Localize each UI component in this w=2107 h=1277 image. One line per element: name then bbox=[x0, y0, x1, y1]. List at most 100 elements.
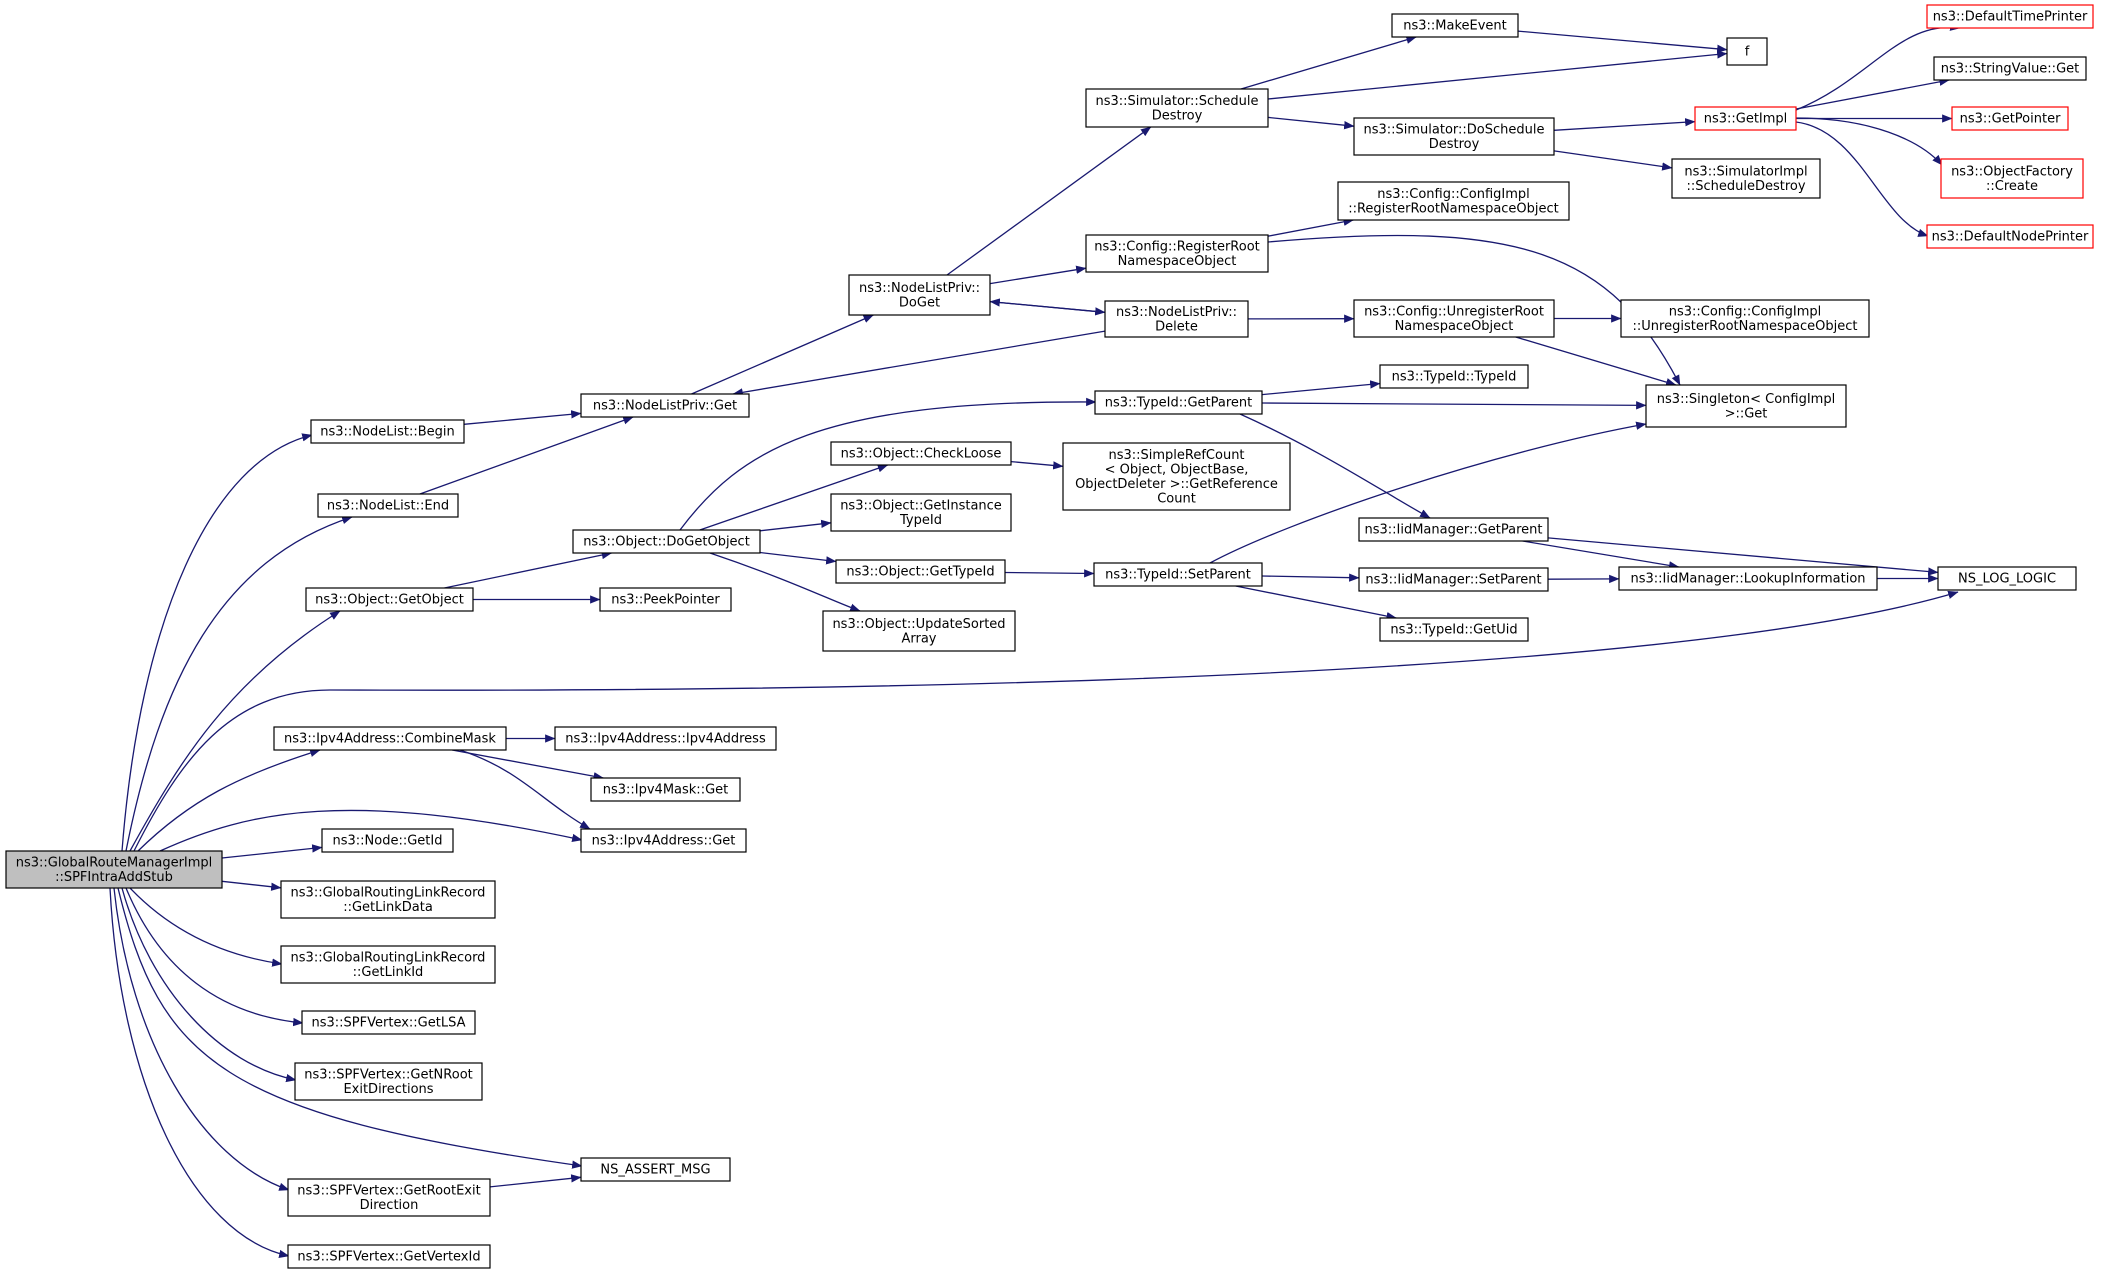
edge-nodelist_end-to-nodelistpriv_get bbox=[419, 416, 634, 495]
node-box bbox=[1671, 158, 1821, 199]
node-ns-assert-msg[interactable]: NS_ASSERT_MSG bbox=[580, 1157, 731, 1182]
node-stringvalue-get[interactable]: ns3::StringValue::Get bbox=[1933, 56, 2087, 81]
node-box bbox=[1358, 567, 1549, 592]
node-object-getobject[interactable]: ns3::Object::GetObject bbox=[305, 587, 474, 612]
node-simulatorimpl-scheduledestroy[interactable]: ns3::SimulatorImpl::ScheduleDestroy bbox=[1671, 158, 1821, 199]
node-label: ns3::NodeListPriv:: bbox=[1116, 305, 1237, 320]
edge-typeid_setparent-to-typeid_getuid bbox=[1235, 585, 1397, 621]
edge-object_getobject-to-object_dogetobject bbox=[444, 550, 613, 589]
node-configimpl-unregisterroot[interactable]: ns3::Config::ConfigImpl::UnregisterRootN… bbox=[1620, 299, 1870, 338]
node-ipv4address-get[interactable]: ns3::Ipv4Address::Get bbox=[580, 828, 747, 853]
node-defaulttimeprinter[interactable]: ns3::DefaultTimePrinter bbox=[1926, 4, 2094, 29]
node-nodelistpriv-get[interactable]: ns3::NodeListPriv::Get bbox=[580, 393, 750, 418]
edge-getimpl-to-defaultnodeprinter bbox=[1795, 121, 1929, 237]
node-nodelistpriv-delete[interactable]: ns3::NodeListPriv::Delete bbox=[1104, 300, 1249, 338]
node-label: ExitDirections bbox=[343, 1082, 433, 1097]
node-box bbox=[580, 393, 750, 418]
node-ipv4address-ipv4address[interactable]: ns3::Ipv4Address::Ipv4Address bbox=[554, 726, 777, 751]
node-getpointer[interactable]: ns3::GetPointer bbox=[1951, 106, 2069, 131]
node-typeid-getuid[interactable]: ns3::TypeId::GetUid bbox=[1379, 617, 1529, 642]
node-box bbox=[1104, 300, 1249, 338]
node-label: ns3::SimpleRefCount bbox=[1108, 448, 1244, 463]
node-label: ns3::Ipv4Address::Get bbox=[592, 834, 736, 849]
node-box bbox=[1926, 4, 2094, 29]
node-label: NS_LOG_LOGIC bbox=[1958, 572, 2056, 587]
edge-object_gettypeid-to-typeid_setparent bbox=[1004, 569, 1095, 578]
node-label: ns3::StringValue::Get bbox=[1941, 62, 2079, 77]
node-simulator-scheduledestroy[interactable]: ns3::Simulator::ScheduleDestroy bbox=[1085, 88, 1269, 128]
node-box bbox=[1951, 106, 2069, 131]
node-ipv4mask-get[interactable]: ns3::Ipv4Mask::Get bbox=[590, 777, 741, 802]
node-label: ns3::GetPointer bbox=[1960, 112, 2061, 127]
node-defaultnodeprinter[interactable]: ns3::DefaultNodePrinter bbox=[1926, 224, 2094, 249]
node-spfvertex-getlsa[interactable]: ns3::SPFVertex::GetLSA bbox=[301, 1010, 476, 1035]
node-label: ::UnregisterRootNamespaceObject bbox=[1633, 319, 1858, 334]
node-box bbox=[830, 441, 1012, 466]
node-nodelistpriv-doget[interactable]: ns3::NodeListPriv::DoGet bbox=[848, 274, 991, 316]
edges-layer bbox=[109, 22, 1961, 1259]
node-label: ::RegisterRootNamespaceObject bbox=[1348, 201, 1559, 216]
node-label: ns3::GlobalRouteManagerImpl bbox=[16, 855, 213, 870]
node-box bbox=[294, 1062, 483, 1101]
node-config-registerroot[interactable]: ns3::Config::RegisterRootNamespaceObject bbox=[1085, 234, 1269, 273]
node-config-unregisterroot[interactable]: ns3::Config::UnregisterRootNamespaceObje… bbox=[1353, 299, 1555, 338]
node-box bbox=[1353, 117, 1555, 156]
node-objectfactory-create[interactable]: ns3::ObjectFactory::Create bbox=[1940, 158, 2084, 199]
node-getimpl[interactable]: ns3::GetImpl bbox=[1694, 106, 1797, 131]
node-root[interactable]: ns3::GlobalRouteManagerImpl::SPFIntraAdd… bbox=[5, 850, 223, 889]
node-label: ns3::SPFVertex::GetNRoot bbox=[304, 1067, 473, 1082]
node-grlr-getlinkid[interactable]: ns3::GlobalRoutingLinkRecord::GetLinkId bbox=[280, 945, 496, 984]
edge-root-to-node_getid bbox=[221, 844, 323, 859]
node-ns-log-logic[interactable]: NS_LOG_LOGIC bbox=[1937, 566, 2077, 591]
edge-root-to-spfvertex_getlsa bbox=[125, 887, 304, 1027]
node-typeid-getparent[interactable]: ns3::TypeId::GetParent bbox=[1094, 390, 1263, 415]
node-iidmanager-lookupinformation[interactable]: ns3::IidManager::LookupInformation bbox=[1618, 566, 1878, 591]
node-box bbox=[1618, 566, 1878, 591]
node-typeid-setparent[interactable]: ns3::TypeId::SetParent bbox=[1093, 562, 1263, 587]
node-peekpointer[interactable]: ns3::PeekPointer bbox=[599, 587, 732, 612]
node-simplerefcount[interactable]: ns3::SimpleRefCount< Object, ObjectBase,… bbox=[1062, 442, 1291, 511]
node-configimpl-registerroot[interactable]: ns3::Config::ConfigImpl::RegisterRootNam… bbox=[1337, 181, 1570, 221]
edge-typeid_setparent-to-singleton_get bbox=[1209, 421, 1647, 564]
node-ipv4address-combinemask[interactable]: ns3::Ipv4Address::CombineMask bbox=[273, 726, 507, 751]
edge-ipv4address_combinemask-to-ipv4mask_get bbox=[451, 749, 604, 781]
edge-typeid_setparent-to-iidmanager_setparent bbox=[1261, 573, 1360, 582]
node-f[interactable]: f bbox=[1726, 37, 1768, 66]
node-label: ns3::Object::CheckLoose bbox=[841, 447, 1002, 462]
node-box bbox=[580, 1157, 731, 1182]
node-object-dogetobject[interactable]: ns3::Object::DoGetObject bbox=[572, 529, 761, 554]
node-label: Array bbox=[901, 631, 936, 646]
node-nodelist-begin[interactable]: ns3::NodeList::Begin bbox=[310, 419, 465, 444]
node-label: TypeId bbox=[899, 513, 942, 528]
node-iidmanager-setparent[interactable]: ns3::IidManager::SetParent bbox=[1358, 567, 1549, 592]
edge-root-to-spfvertex_getrootexit bbox=[113, 887, 290, 1191]
node-label: ns3::Singleton< ConfigImpl bbox=[1657, 392, 1835, 407]
node-object-gettypeid[interactable]: ns3::Object::GetTypeId bbox=[835, 559, 1006, 584]
edge-config_registerroot-to-configimpl_registerroot bbox=[1267, 217, 1354, 237]
node-node-getid[interactable]: ns3::Node::GetId bbox=[321, 828, 454, 853]
node-singleton-get[interactable]: ns3::Singleton< ConfigImpl >::Get bbox=[1645, 384, 1847, 428]
node-makeevent[interactable]: ns3::MakeEvent bbox=[1391, 13, 1519, 38]
node-object-checkloose[interactable]: ns3::Object::CheckLoose bbox=[830, 441, 1012, 466]
node-label: ns3::NodeList::Begin bbox=[320, 425, 454, 440]
node-iidmanager-getparent[interactable]: ns3::IidManager::GetParent bbox=[1358, 517, 1549, 542]
node-grlr-getlinkdata[interactable]: ns3::GlobalRoutingLinkRecord::GetLinkDat… bbox=[280, 880, 496, 919]
node-box bbox=[1726, 37, 1768, 66]
node-label: ::Create bbox=[1986, 179, 2038, 194]
node-nodelist-end[interactable]: ns3::NodeList::End bbox=[317, 493, 459, 518]
node-label: ns3::DefaultTimePrinter bbox=[1933, 10, 2088, 25]
node-box bbox=[848, 274, 991, 316]
node-typeid-typeid[interactable]: ns3::TypeId::TypeId bbox=[1379, 364, 1529, 389]
node-spfvertex-getvertexid[interactable]: ns3::SPFVertex::GetVertexId bbox=[287, 1244, 491, 1269]
node-label: ns3::Config::UnregisterRoot bbox=[1364, 304, 1544, 319]
edge-root-to-ipv4address_get bbox=[159, 809, 583, 852]
edge-ipv4address_combinemask-to-ipv4address_get bbox=[459, 749, 591, 830]
node-label: ns3::IidManager::SetParent bbox=[1365, 573, 1541, 588]
